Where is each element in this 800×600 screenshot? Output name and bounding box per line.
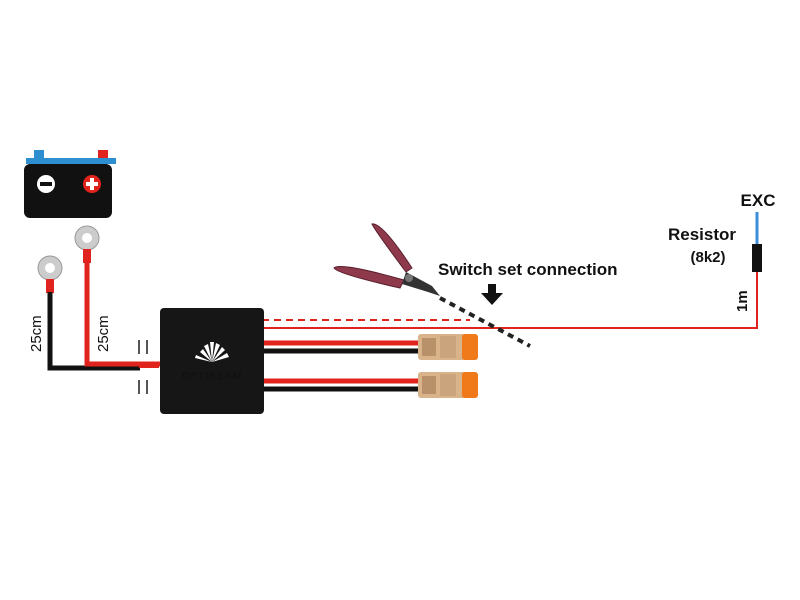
dt-connector-icon (418, 334, 478, 360)
control-module (160, 308, 264, 414)
switch-wire-length-label: 1m (734, 290, 751, 312)
ring-terminal-icon (74, 225, 100, 263)
exc-label: EXC (741, 191, 776, 210)
positive-length-label: 25cm (95, 315, 112, 352)
resistor-icon (752, 244, 762, 272)
cut-line (439, 296, 531, 348)
switch-wire-to-resistor (262, 272, 758, 329)
ring-terminal-icon (37, 255, 63, 293)
ground-wire (47, 292, 140, 371)
positive-wire (84, 262, 160, 367)
fuse-icon (138, 340, 159, 394)
arrow-down-icon (481, 284, 503, 305)
dt-connector-icon (418, 372, 478, 398)
wire-cutter-icon (333, 223, 440, 296)
optibeam-logo-icon (195, 342, 229, 362)
module-brand: OPTIBEAM (182, 371, 243, 382)
ground-length-label: 25cm (28, 315, 45, 352)
battery-icon (24, 150, 116, 218)
resistor-title: Resistor (668, 225, 736, 244)
resistor-value: (8k2) (690, 249, 725, 266)
battery-label: Battery (41, 198, 95, 217)
switch-set-label: Switch set connection (438, 260, 617, 279)
